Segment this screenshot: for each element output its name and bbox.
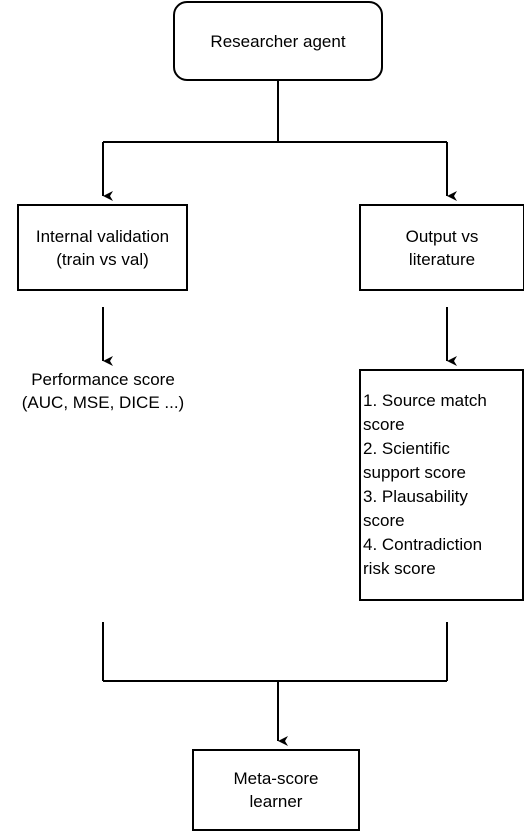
plausability-score-item: 3. Plausability score bbox=[363, 487, 468, 530]
researcher-agent-node: Researcher agent bbox=[173, 1, 383, 81]
internal-validation-node: Internal validation (train vs val) bbox=[17, 204, 188, 291]
scientific-support-score-item: 2. Scientific support score bbox=[363, 439, 466, 482]
meta-score-learner-node: Meta-score learner bbox=[192, 749, 360, 831]
source-match-score-item: 1. Source match score bbox=[363, 391, 487, 434]
contradiction-risk-score-item: 4. Contradiction risk score bbox=[363, 535, 483, 578]
performance-score-label: Performance score (AUC, MSE, DICE ...) bbox=[21, 370, 185, 412]
output-vs-literature-node: Output vs literature bbox=[359, 204, 524, 291]
score-list-box: 1. Source match score 2. Scientific supp… bbox=[359, 369, 524, 601]
